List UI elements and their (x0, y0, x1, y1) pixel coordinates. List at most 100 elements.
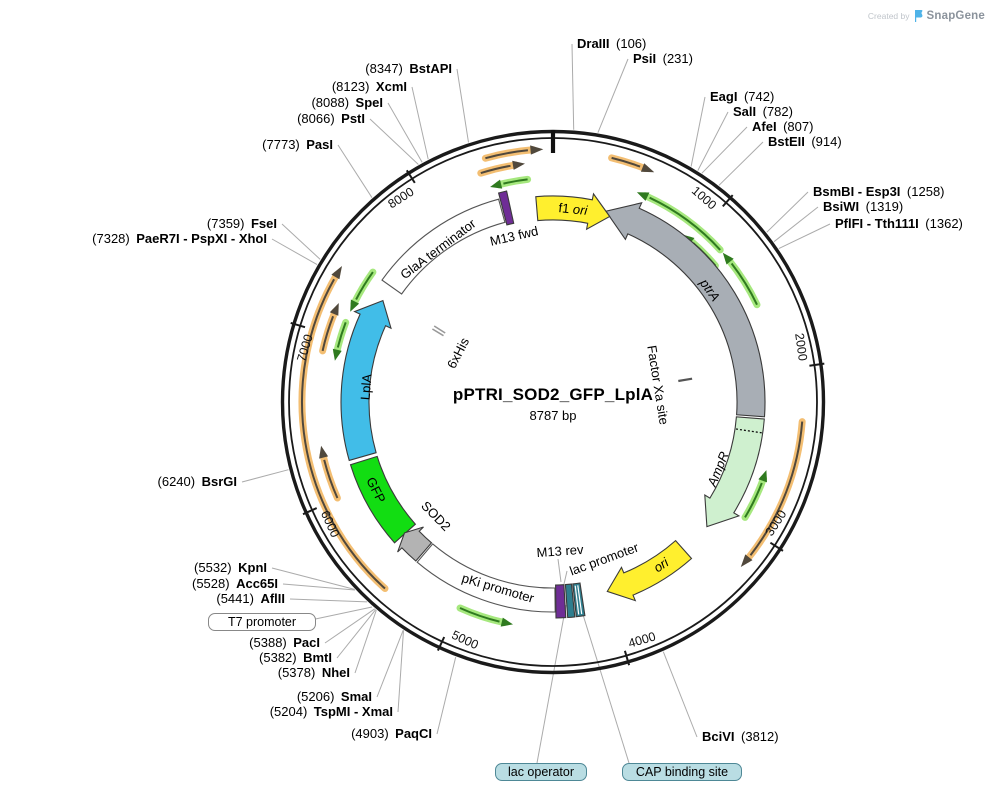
feature-stripe (574, 585, 580, 615)
feature-label-LplA: LplA (357, 373, 375, 401)
site-label-NheI: (5378) NheI (277, 665, 350, 680)
site-label-PstI: (8066) PstI (297, 111, 365, 126)
site-label-BsrGI: (6240) BsrGI (157, 474, 237, 489)
callout-t7-promoter: T7 promoter (208, 613, 316, 631)
ring-tick (623, 650, 631, 666)
leader-line (369, 118, 419, 165)
ring-tick (722, 194, 734, 208)
leader-line (324, 608, 376, 644)
leader-line (536, 604, 567, 764)
orf-arrow-line (744, 482, 763, 518)
site-label-BsmBI-Esp3I: BsmBI - Esp3I (1258) (813, 184, 945, 199)
plasmid-size: 8787 bp (529, 408, 577, 423)
ring-tick (405, 169, 416, 184)
leader-line (397, 630, 404, 713)
orf-arrow-line (749, 421, 804, 556)
feature-AmpR (704, 416, 765, 528)
feature-tick-6xHis (433, 325, 446, 334)
site-label-BmtI: (5382) BmtI (259, 650, 332, 665)
orf-arrow-head (350, 299, 360, 312)
orf-arrow-head (500, 617, 513, 627)
feature-stripe (577, 585, 583, 615)
orf-arrow-line (649, 196, 721, 251)
leader-line (387, 102, 423, 163)
leader-line (766, 191, 809, 233)
ring-tick (436, 636, 446, 652)
orf-arrow-line (611, 156, 641, 168)
orf-arrow-head (490, 179, 503, 189)
site-label-Acc65I: (5528) Acc65I (192, 576, 278, 591)
leader-line (697, 111, 729, 171)
site-label-EagI: EagI (742) (710, 89, 775, 104)
leader-line (282, 583, 356, 591)
orf-arrow-head (329, 303, 339, 316)
plasmid-name: pPTRI_SOD2_GFP_LplA (452, 385, 654, 404)
feature-lac-operator-block (564, 583, 576, 619)
leader-line (778, 223, 831, 250)
site-label-FseI: (7359) FseI (206, 216, 277, 231)
site-label-AfeI: AfeI (807) (752, 119, 814, 134)
site-label-BsiWI: BsiWI (1319) (823, 199, 904, 214)
leader-line (336, 609, 377, 659)
leader-line (376, 630, 404, 698)
orf-arrow-line (323, 459, 339, 499)
feature-label-M13-rev: M13 rev (536, 541, 584, 561)
snapgene-flag-icon (914, 10, 922, 22)
feature-tick-Factor-Xa-site (678, 377, 693, 383)
site-label-XcmI: (8123) XcmI (331, 79, 407, 94)
site-label-SpeI: (8088) SpeI (311, 95, 383, 110)
ring-tick (809, 362, 825, 367)
feature-pKi-promoter (416, 543, 556, 613)
site-label-BstAPI: (8347) BstAPI (365, 61, 452, 76)
feature-label-f1-ori: f1 ori (558, 200, 589, 219)
site-label-SmaI: (5206) SmaI (296, 689, 372, 704)
orf-arrow-line (485, 149, 528, 160)
feature-f1-ori (535, 192, 611, 231)
ring-tick (769, 541, 784, 552)
tick-label-2000: 2000 (792, 331, 810, 362)
feature-GFP (349, 455, 417, 544)
site-label-SalI: SalI (782) (733, 104, 793, 119)
site-label-BstEII: BstEII (914) (768, 134, 842, 149)
site-label-PaqCI: (4903) PaqCI (351, 726, 432, 741)
site-label-PaeR7I-PspXI-XhoI: (7328) PaeR7I - PspXI - XhoI (92, 231, 267, 246)
feature-ptrA (604, 202, 766, 418)
site-label-TspMI-XmaI: (5204) TspMI - XmaI (269, 704, 393, 719)
orf-arrow-line (459, 607, 500, 623)
feature-SOD2 (397, 526, 433, 562)
leader-line (690, 96, 706, 167)
feature-tick-6xHis (431, 328, 444, 337)
feature-GlaA-terminator (381, 198, 506, 295)
leader-line (456, 68, 469, 143)
leader-line (337, 144, 373, 198)
leader-line (271, 567, 355, 590)
leader-line (241, 469, 289, 483)
orf-arrow-head (332, 348, 342, 361)
leader-line (281, 223, 321, 260)
site-label-PasI: (7773) PasI (262, 137, 333, 152)
leader-line (662, 651, 698, 738)
orf-arrow-head (331, 266, 342, 280)
leader-line (436, 656, 457, 735)
leader-line (557, 558, 562, 583)
orf-arrow-head (740, 554, 753, 567)
orf-arrow-head (758, 470, 767, 483)
credit-created-by: Created by (867, 11, 910, 21)
site-label-DraIII: DraIII (106) (577, 36, 647, 51)
orf-arrow-line (480, 164, 511, 175)
feature-divider (735, 428, 762, 434)
leader-line (718, 141, 764, 186)
credit-brand: SnapGene (926, 10, 985, 22)
orf-arrow-line (301, 278, 386, 590)
snapgene-credit: Created by SnapGene (868, 10, 985, 22)
callout-cap-binding-site: CAP binding site (622, 763, 742, 781)
feature-ori (606, 539, 693, 602)
site-label-PacI: (5388) PacI (249, 635, 320, 650)
feature-lac-promoter (555, 584, 567, 619)
leader-line (773, 206, 819, 243)
leader-line (305, 606, 373, 622)
orf-arrow-head (636, 192, 650, 201)
leader-line (411, 86, 429, 160)
